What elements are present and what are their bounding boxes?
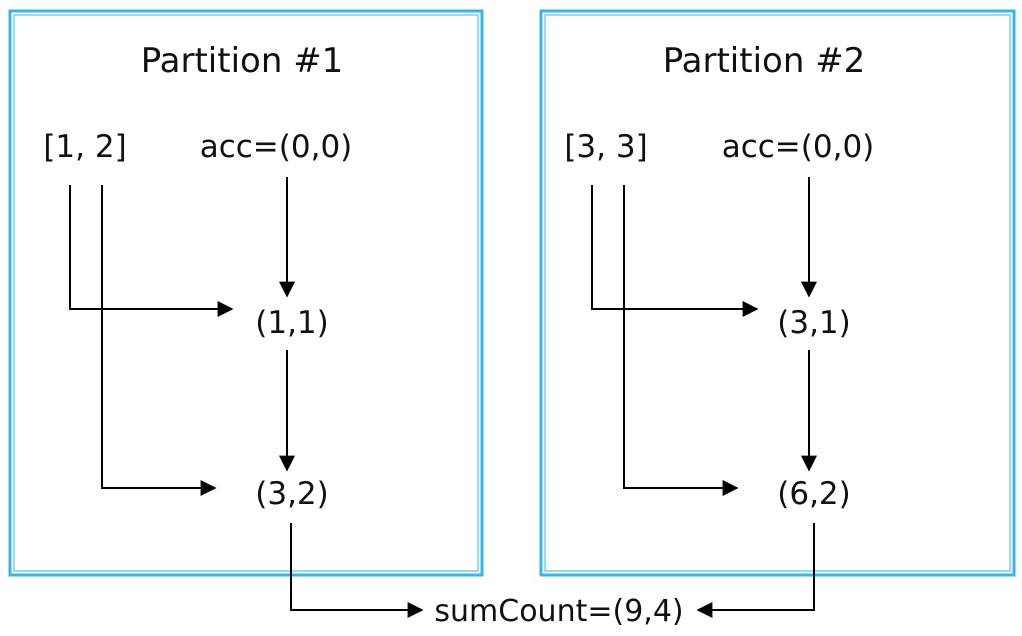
partition-1-inner-border — [13, 14, 479, 572]
partition-2-element-1-arrow — [591, 185, 759, 317]
partition-2-border — [539, 9, 1016, 577]
partition-2-step-1: (3,1) — [777, 305, 851, 341]
partition-1-input: [1, 2] — [43, 129, 126, 165]
partition-1-border — [8, 9, 484, 577]
partition-1-step-1: (1,1) — [255, 305, 329, 341]
partition-2-inner-border — [544, 14, 1011, 572]
partition-2-title: Partition #2 — [663, 41, 866, 81]
partition-2-element-2-arrow — [623, 185, 739, 496]
combined-result: sumCount=(9,4) — [434, 594, 683, 629]
partition-1-title: Partition #1 — [141, 41, 344, 81]
partition-1-step-2: (3,2) — [255, 476, 329, 512]
partition-1: Partition #1 [1, 2] acc=(0,0) (1,1) (3,2… — [8, 9, 484, 577]
partition-2-input: [3, 3] — [564, 129, 647, 165]
partition-2-accumulator: acc=(0,0) — [722, 129, 875, 165]
partition-2: Partition #2 [3, 3] acc=(0,0) (3,1) (6,2… — [539, 9, 1016, 577]
partition-1-to-result-arrow — [290, 523, 424, 618]
partition-1-element-1-arrow — [69, 185, 234, 317]
partition-1-element-2-arrow — [101, 185, 217, 496]
partition-2-to-result-arrow — [696, 523, 815, 618]
partition-1-accumulator: acc=(0,0) — [200, 129, 353, 165]
merge: sumCount=(9,4) — [290, 523, 815, 629]
partition-2-step-2: (6,2) — [777, 476, 851, 512]
